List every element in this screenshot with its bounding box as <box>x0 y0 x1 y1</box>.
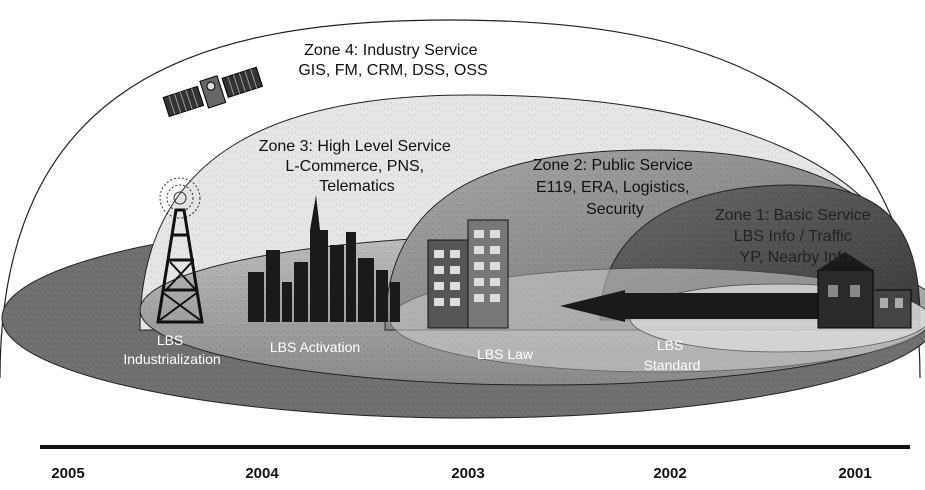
year-label: 2005 <box>51 465 84 482</box>
city-skyline-icon <box>248 195 400 322</box>
zone1-label: Zone 1: Basic Service LBS Info / Traffic… <box>715 207 875 266</box>
progress-arrow <box>560 290 820 322</box>
zone4-label: Zone 4: Industry Service GIS, FM, CRM, D… <box>298 42 487 79</box>
office-building-icon <box>427 219 509 329</box>
base-label-law: LBS Law <box>477 346 534 362</box>
year-label: 2004 <box>245 465 279 482</box>
year-label: 2001 <box>838 465 871 482</box>
factory-icon <box>817 252 912 329</box>
radio-tower-icon <box>156 177 204 324</box>
satellite-icon <box>162 66 264 118</box>
zone3-label: Zone 3: High Level Service L-Commerce, P… <box>259 138 456 195</box>
base-label-industrialization: LBS Industrialization <box>123 332 220 367</box>
year-label: 2003 <box>451 465 484 482</box>
year-label: 2002 <box>653 465 686 482</box>
base-label-standard: LBS Standard <box>644 337 701 373</box>
base-label-activation: LBS Activation <box>270 339 360 355</box>
zone2-label: Zone 2: Public Service E119, ERA, Logist… <box>533 157 698 218</box>
